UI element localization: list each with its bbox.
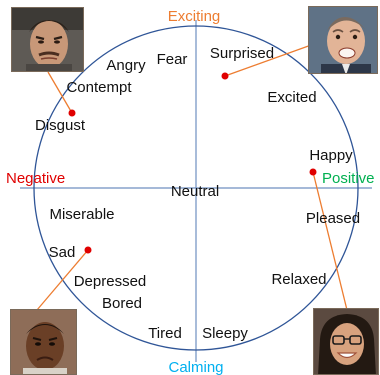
marker-surprised	[221, 72, 229, 80]
connector-happy	[312, 171, 348, 311]
label-fear: Fear	[157, 51, 188, 68]
label-tired: Tired	[148, 325, 182, 342]
label-neutral: Neutral	[171, 183, 219, 200]
label-contempt: Contempt	[66, 79, 132, 96]
axis-label-calming: Calming	[168, 359, 223, 375]
photo-disgusted-man	[11, 7, 84, 72]
label-angry: Angry	[106, 57, 146, 74]
label-bored: Bored	[102, 295, 142, 312]
circumplex-circle	[33, 25, 359, 351]
connector-surprised	[224, 43, 315, 77]
label-disgust: Disgust	[35, 117, 86, 134]
label-relaxed: Relaxed	[271, 271, 326, 288]
connector-disgust	[47, 71, 73, 114]
axis-label-exciting: Exciting	[168, 8, 221, 25]
label-happy: Happy	[309, 147, 353, 164]
label-excited: Excited	[267, 89, 316, 106]
photo-happy-woman	[313, 308, 379, 375]
label-sad: Sad	[49, 244, 76, 261]
axis-label-negative: Negative	[6, 170, 65, 187]
connector-sad	[36, 249, 89, 311]
marker-happy	[309, 168, 317, 176]
marker-sad	[84, 246, 92, 254]
photo-sad-boy	[10, 309, 77, 375]
label-surprised: Surprised	[210, 45, 274, 62]
photo-surprised-man	[308, 6, 378, 74]
label-depressed: Depressed	[74, 273, 147, 290]
marker-disgust	[68, 109, 76, 117]
label-pleased: Pleased	[306, 210, 360, 227]
axis-label-positive: Positive	[322, 170, 375, 187]
label-miserable: Miserable	[49, 206, 114, 223]
label-sleepy: Sleepy	[202, 325, 248, 342]
